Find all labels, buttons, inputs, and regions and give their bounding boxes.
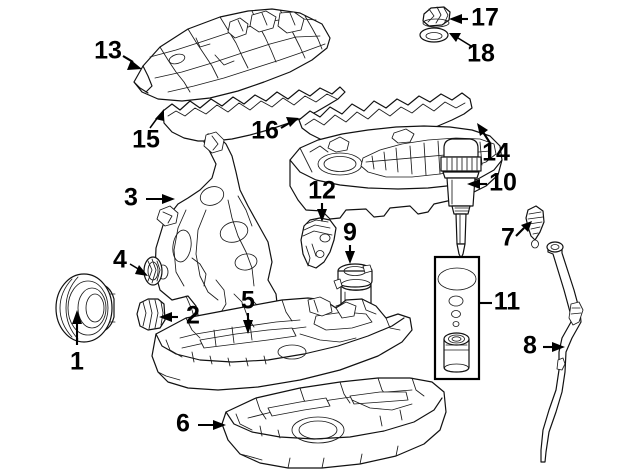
part-oil-filter-element-kit <box>433 255 481 381</box>
part-oil-filler-cap-with-dipstick <box>440 138 482 259</box>
part-dipstick-guide-tube <box>540 241 584 463</box>
callout-number-1: 1 <box>70 348 84 376</box>
callout-number-12: 12 <box>308 177 336 205</box>
callout-number-11: 11 <box>494 288 521 316</box>
part-left-valve-cover <box>133 8 331 102</box>
part-crankshaft-pulley <box>55 273 116 343</box>
callout-number-6: 6 <box>176 410 190 438</box>
callout-number-7: 7 <box>501 224 515 252</box>
part-oil-drain-plug <box>136 298 166 331</box>
callout-number-2: 2 <box>186 302 200 330</box>
callout-number-18: 18 <box>467 40 495 68</box>
callout-number-8: 8 <box>523 332 537 360</box>
part-dipstick-handle-seal <box>525 205 545 249</box>
callout-number-5: 5 <box>241 287 255 315</box>
part-lower-oil-pan <box>221 377 447 469</box>
part-crankshaft-front-seal <box>143 256 163 286</box>
callout-number-9: 9 <box>343 219 357 247</box>
part-oil-filler-cap-seal <box>419 27 449 43</box>
callout-number-15: 15 <box>132 126 160 154</box>
callout-number-3: 3 <box>124 184 138 212</box>
callout-number-14: 14 <box>482 139 510 167</box>
callout-numbers: 1 2 3 4 5 6 7 8 9 10 11 12 13 14 15 16 1… <box>70 4 537 438</box>
part-oil-filler-cap <box>422 6 451 28</box>
callout-number-10: 10 <box>489 169 517 197</box>
callout-leaders <box>72 14 565 430</box>
callout-number-13: 13 <box>94 37 122 65</box>
part-oil-cooler-thermostat <box>300 217 337 269</box>
callout-number-4: 4 <box>113 246 127 274</box>
callout-number-17: 17 <box>471 4 499 32</box>
callout-number-16: 16 <box>251 117 279 145</box>
